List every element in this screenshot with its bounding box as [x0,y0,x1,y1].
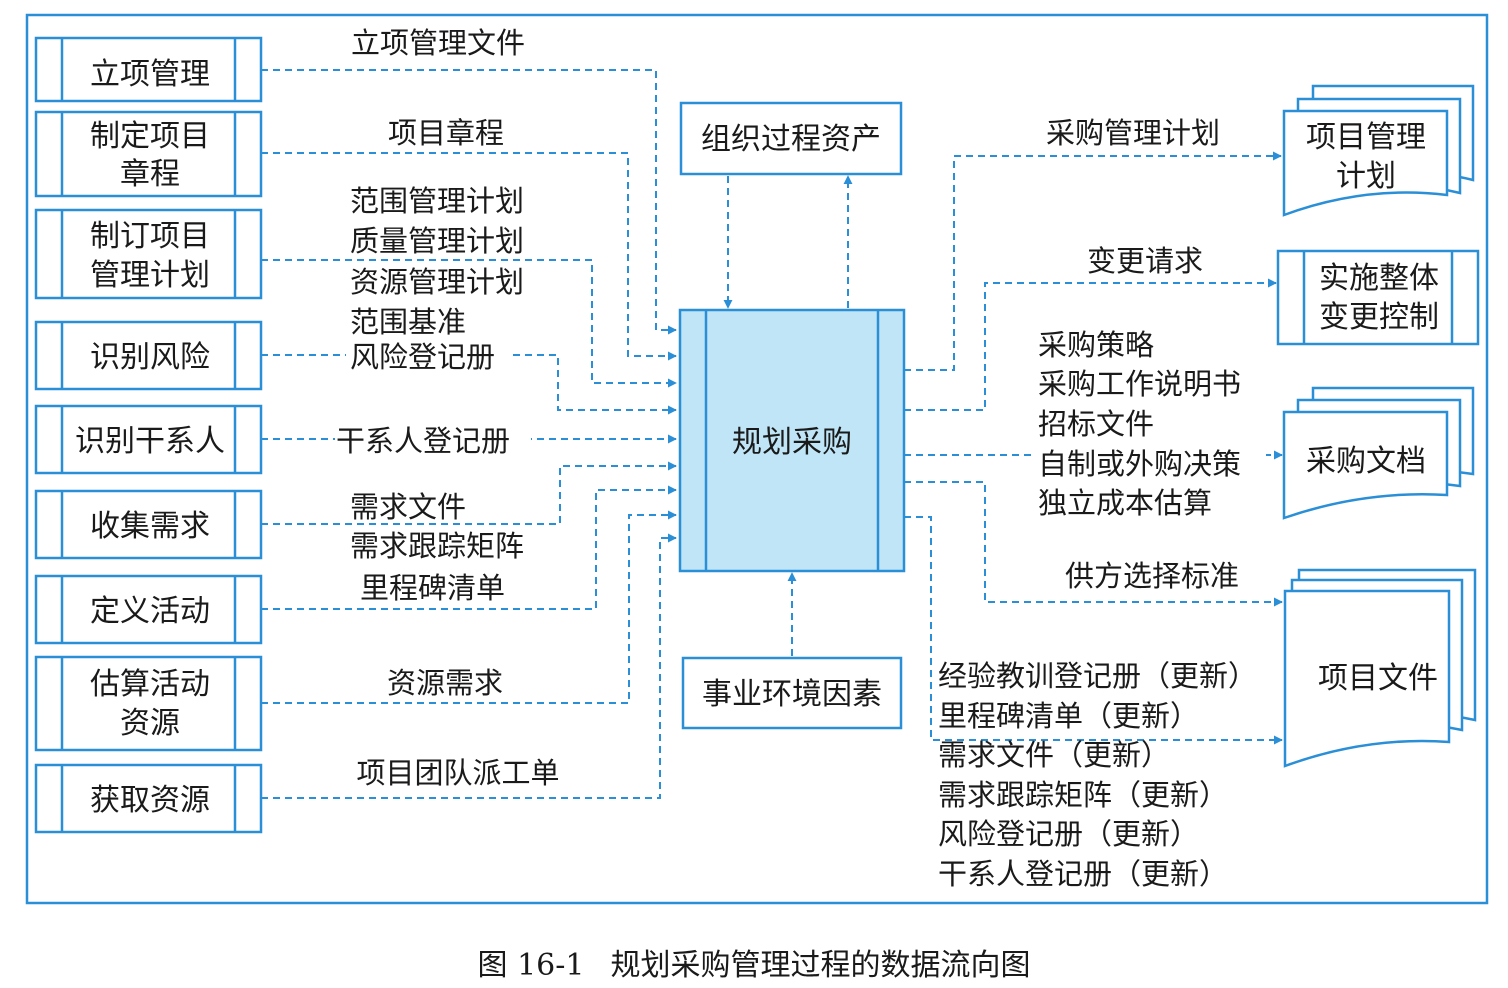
right-flow-label: 变更请求 [1087,244,1203,278]
left-flow-label: 需求文件 [350,490,466,524]
right-flow-label: 采购管理计划 [1046,116,1220,150]
top-input-box: 组织过程资产 [679,101,903,176]
right-flow-label: 自制或外购决策 [1038,447,1241,481]
left-process-box: 识别风险 [34,320,263,391]
right-flow-label: 需求跟踪矩阵（更新） [938,778,1228,812]
flow-arrow [261,485,677,610]
left-process-box: 立项管理 [34,36,263,103]
outer-frame [25,13,1489,905]
left-process-box: 估算活动 资源 [34,655,263,752]
left-process-box: 制定项目 章程 [34,110,263,198]
left-flow-label: 范围基准 [350,305,466,339]
left-flow-label: 干系人登记册 [336,424,510,458]
left-process-box: 定义活动 [34,574,263,645]
left-flow-label: 资源需求 [387,666,503,700]
left-flow-label: 资源管理计划 [350,265,524,299]
left-flow-label: 风险登记册 [350,340,495,374]
flow-arrow [261,152,677,361]
flow-arrow [904,481,1283,607]
left-process-box: 识别干系人 [34,404,263,475]
left-flow-label: 项目章程 [388,116,504,150]
left-process-box: 制订项目 管理计划 [34,208,263,300]
left-process-label: 制订项目 [90,219,210,254]
left-process-box: 收集需求 [34,489,263,560]
figure-title: 规划采购管理过程的数据流向图 [610,948,1031,983]
right-flow-label: 采购工作说明书 [1038,367,1241,401]
flow-arrow [261,533,677,799]
right-flow-label: 干系人登记册（更新） [938,857,1228,891]
output-label: 变更控制 [1319,300,1439,335]
output-document-stack: 项目管理 计划 [1282,84,1475,217]
output-document-stack: 采购文档 [1282,386,1475,520]
right-flow-label: 采购策略 [1038,328,1154,362]
flow-arrow [261,259,677,388]
top-input-label: 组织过程资产 [701,122,881,157]
right-flow-label: 风险登记册（更新） [938,817,1199,851]
output-label: 项目文件 [1318,661,1438,696]
left-flow-label: 需求跟踪矩阵 [350,529,524,563]
flow-arrow [904,278,1277,411]
figure-caption: 图 16-1 规划采购管理过程的数据流向图 [0,940,1508,984]
right-flow-label: 里程碑清单（更新） [938,699,1199,733]
center-process-box: 规划采购 [678,308,906,573]
left-flow-label: 立项管理文件 [351,26,525,60]
flow-arrow [261,510,677,704]
right-flow-label: 独立成本估算 [1038,486,1212,520]
right-flow-label: 招标文件 [1038,407,1154,441]
right-flow-label: 需求文件（更新） [938,738,1170,772]
left-process-box: 获取资源 [34,763,263,834]
center-process-label: 规划采购 [732,425,852,460]
flow-arrow [261,461,677,525]
output-process-box: 实施整体 变更控制 [1276,249,1480,346]
bottom-input-box: 事业环境因素 [681,656,903,730]
left-process-label: 制定项目 [90,119,210,154]
right-flow-label: 供方选择标准 [1065,559,1239,593]
output-label: 实施整体 [1319,261,1439,296]
left-flow-label: 范围管理计划 [350,184,524,218]
left-process-label: 定义活动 [90,594,210,629]
right-flow-label: 经验教训登记册（更新） [938,659,1257,693]
output-label: 采购文档 [1306,444,1426,479]
left-flow-label: 项目团队派工单 [356,756,559,790]
left-process-label: 识别干系人 [75,424,225,459]
left-process-label: 章程 [120,157,180,192]
left-process-label: 获取资源 [90,783,210,818]
left-process-label: 识别风险 [90,340,210,375]
output-document-stack: 项目文件 [1283,568,1477,768]
flow-arrow [261,69,677,335]
left-process-label: 立项管理 [90,57,210,92]
left-flow-label: 质量管理计划 [350,224,524,258]
output-label: 项目管理 [1306,120,1426,155]
left-flow-label: 里程碑清单 [360,571,505,605]
left-process-label: 资源 [120,706,180,741]
left-process-label: 管理计划 [90,258,210,293]
left-process-label: 估算活动 [90,667,210,702]
flow-arrow [904,151,1282,371]
figure-number: 图 16-1 [477,948,585,983]
flow-arrow [904,516,1283,745]
output-label: 计划 [1336,159,1396,194]
bottom-input-label: 事业环境因素 [702,677,882,712]
left-process-label: 收集需求 [90,509,210,544]
